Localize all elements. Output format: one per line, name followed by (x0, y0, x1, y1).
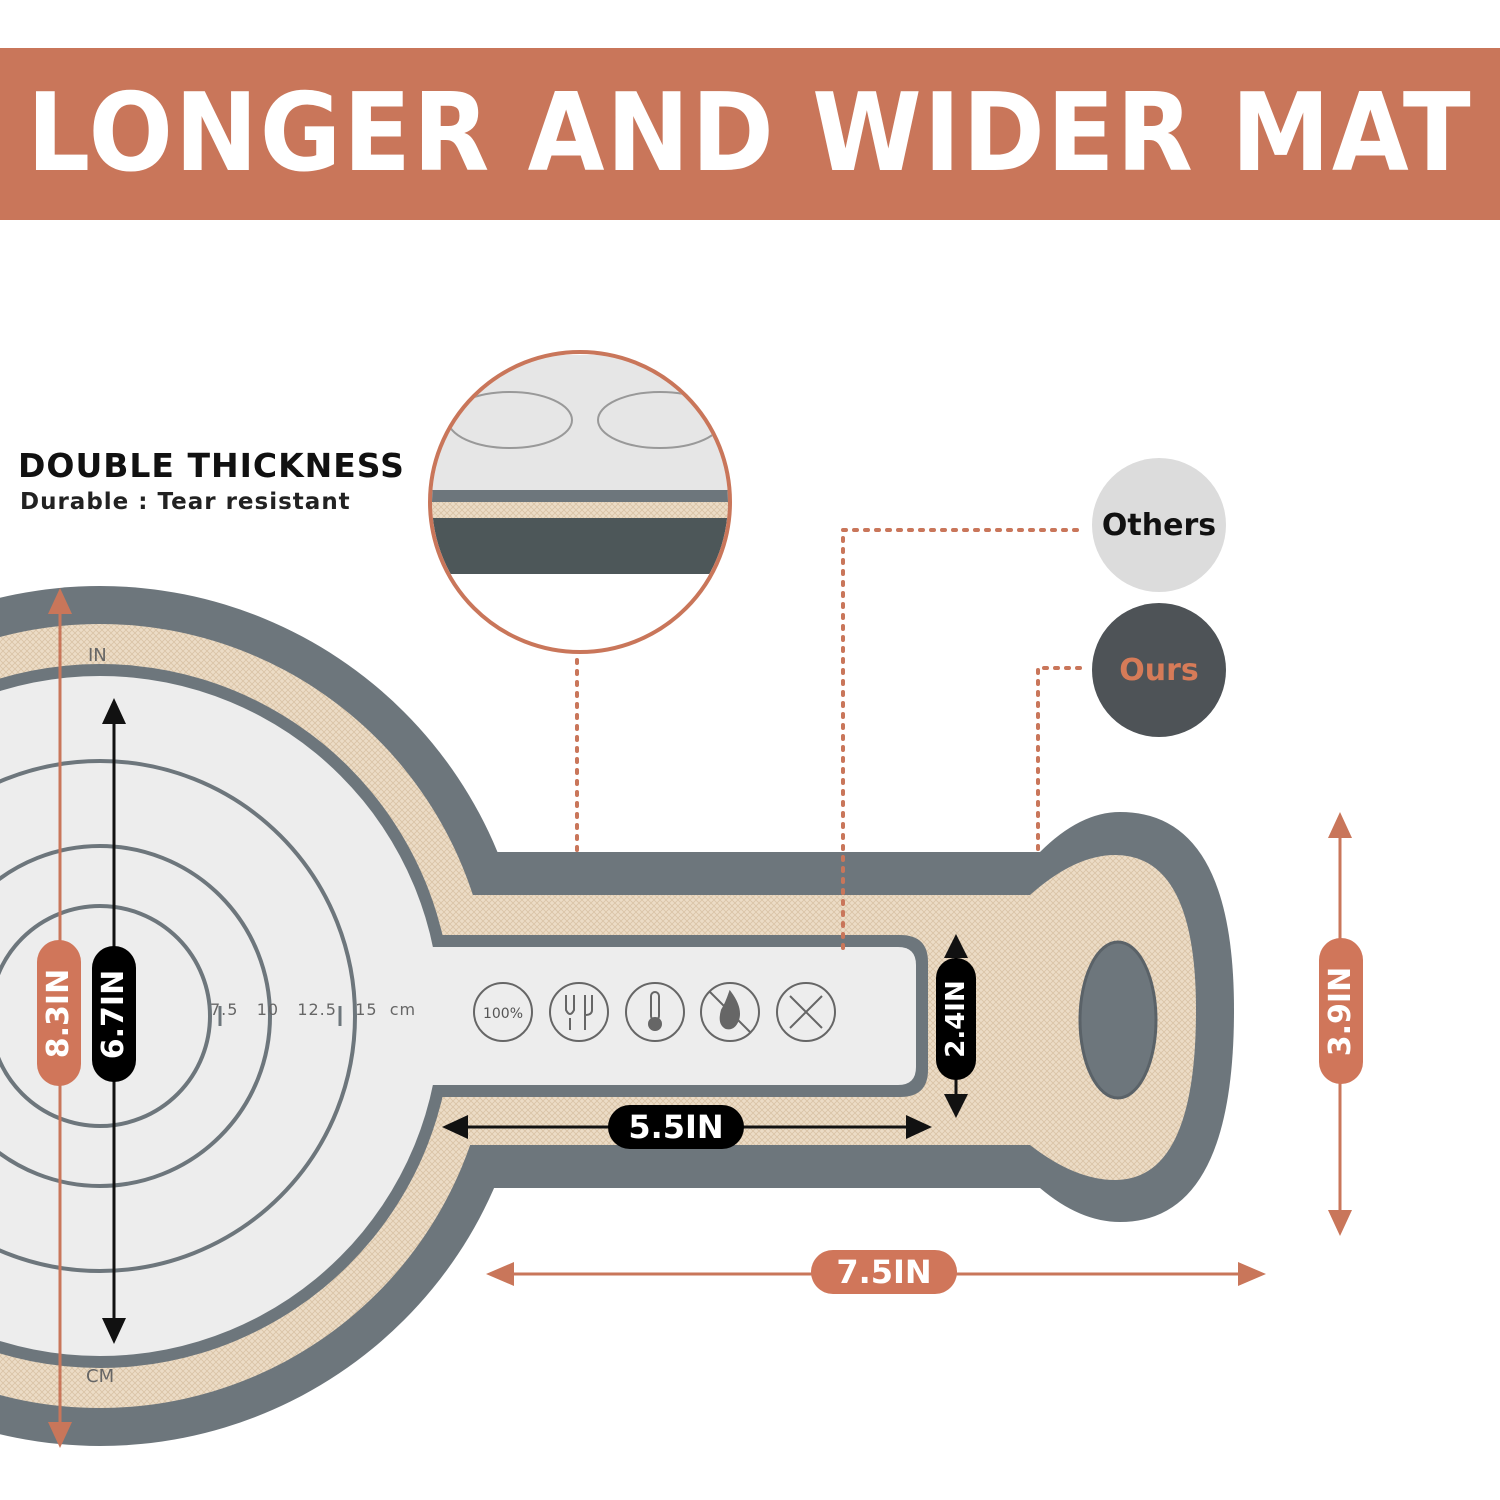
double-thickness-subheading: Durable : Tear resistant (20, 489, 351, 515)
outer-height-text: 8.3IN (41, 968, 77, 1058)
handle-outer-length-label: 7.5IN (811, 1250, 957, 1294)
handle-inner-width-label: 2.4IN (936, 958, 976, 1080)
banner-title: LONGER AND WIDER MAT (27, 71, 1473, 196)
title-banner: LONGER AND WIDER MAT (0, 48, 1500, 220)
svg-text:100%: 100% (483, 1006, 523, 1022)
ring-tick-marks (218, 1006, 342, 1026)
temperature-icon (625, 982, 685, 1042)
no-knife-icon (776, 982, 836, 1042)
thickness-zoom-view (428, 350, 732, 654)
food-safe-icon (549, 982, 609, 1042)
handle-outer-width-label: 3.9IN (1319, 938, 1363, 1084)
handle-inner-length-label: 5.5IN (608, 1105, 744, 1149)
inch-side-label: IN (88, 645, 107, 666)
leader-lines (575, 528, 1082, 957)
cm-scale-label: 7.5 10 12.5 15 cm (210, 1000, 417, 1019)
cm-side-label: CM (86, 1366, 115, 1387)
inner-height-text: 6.7IN (96, 969, 132, 1059)
heat-resistant-icon (700, 982, 760, 1042)
inner-height-label: 6.7IN (92, 946, 136, 1082)
handle-outer-width-text: 3.9IN (1323, 966, 1359, 1056)
legend-ours: Ours (1092, 603, 1226, 737)
platinum-silicone-icon: 100% (473, 982, 533, 1042)
outer-height-label: 8.3IN (37, 940, 81, 1086)
handle-inner-width-text: 2.4IN (941, 980, 971, 1058)
double-thickness-heading: DOUBLE THICKNESS (18, 446, 405, 485)
legend-others: Others (1092, 458, 1226, 592)
hanging-hole (1078, 940, 1158, 1100)
